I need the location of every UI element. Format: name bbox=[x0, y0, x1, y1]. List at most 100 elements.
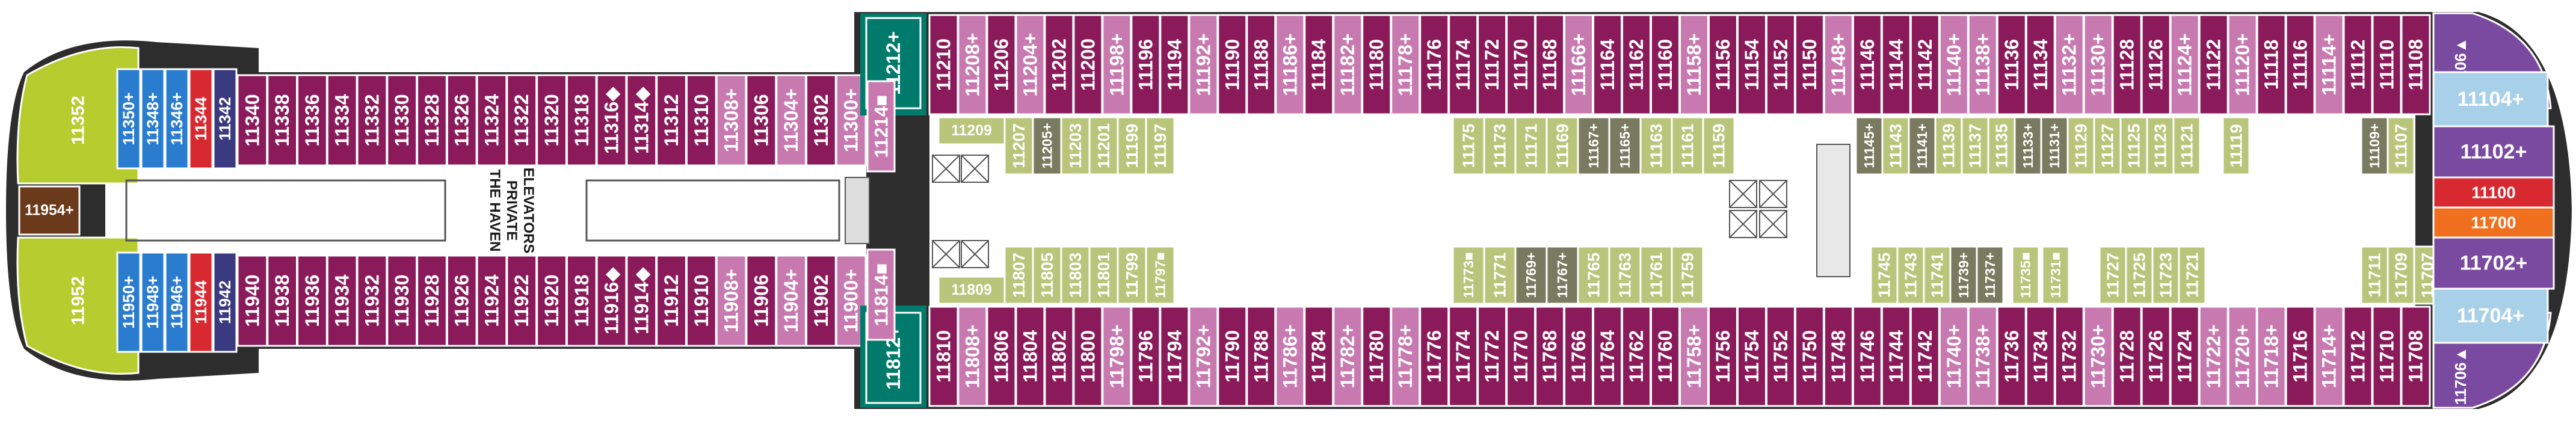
cabin-11709[interactable]: 11709 bbox=[2386, 245, 2415, 305]
cabin-11739[interactable]: 11739+ bbox=[1949, 245, 1978, 305]
cabin-11132[interactable]: 11132+ bbox=[2054, 14, 2085, 115]
cabin-11954[interactable]: 11954+ bbox=[18, 185, 81, 236]
cabin-11944[interactable]: 11944 bbox=[188, 251, 214, 353]
cabin-11334[interactable]: 11334 bbox=[326, 74, 358, 167]
cabin-11131[interactable]: 11131+ bbox=[2040, 116, 2069, 176]
cabin-11920[interactable]: 11920 bbox=[536, 254, 567, 347]
cabin-11938[interactable]: 11938 bbox=[267, 254, 298, 347]
cabin-11178[interactable]: 11178+ bbox=[1390, 14, 1421, 115]
cabin-11786[interactable]: 11786+ bbox=[1275, 306, 1305, 407]
cabin-11740[interactable]: 11740+ bbox=[1938, 306, 1969, 407]
cabin-11350[interactable]: 11350+ bbox=[116, 68, 141, 170]
cabin-11156[interactable]: 11156 bbox=[1707, 14, 1738, 115]
cabin-11778[interactable]: 11778+ bbox=[1390, 306, 1421, 407]
cabin-11141[interactable]: 11141+ bbox=[1908, 116, 1937, 176]
cabin-11314[interactable]: 11314◆ bbox=[626, 74, 658, 167]
cabin-11930[interactable]: 11930 bbox=[386, 254, 418, 347]
cabin-11139[interactable]: 11139 bbox=[1934, 116, 1963, 176]
cabin-11904[interactable]: 11904+ bbox=[775, 254, 807, 347]
cabin-11144[interactable]: 11144 bbox=[1881, 14, 1911, 115]
cabin-11770[interactable]: 11770 bbox=[1506, 306, 1536, 407]
cabin-11754[interactable]: 11754 bbox=[1736, 306, 1767, 407]
cabin-11346[interactable]: 11346+ bbox=[164, 68, 190, 170]
cabin-11129[interactable]: 11129 bbox=[2066, 116, 2095, 176]
cabin-11165[interactable]: 11165+ bbox=[1608, 116, 1642, 176]
cabin-11306[interactable]: 11306 bbox=[745, 74, 777, 167]
cabin-11332[interactable]: 11332 bbox=[356, 74, 388, 167]
cabin-11152[interactable]: 11152 bbox=[1765, 14, 1796, 115]
cabin-11908[interactable]: 11908+ bbox=[715, 254, 747, 347]
cabin-11936[interactable]: 11936 bbox=[297, 254, 328, 347]
cabin-11916[interactable]: 11916◆ bbox=[596, 254, 627, 347]
cabin-11180[interactable]: 11180 bbox=[1361, 14, 1392, 115]
cabin-11302[interactable]: 11302 bbox=[805, 74, 837, 167]
cabin-11170[interactable]: 11170 bbox=[1506, 14, 1536, 115]
cabin-11102[interactable]: 11102+ bbox=[2432, 125, 2555, 179]
cabin-11718[interactable]: 11718+ bbox=[2256, 306, 2287, 407]
cabin-11316[interactable]: 11316◆ bbox=[596, 74, 627, 167]
cabin-11104[interactable]: 11104+ bbox=[2432, 71, 2549, 128]
cabin-11720[interactable]: 11720+ bbox=[2227, 306, 2258, 407]
cabin-11171[interactable]: 11171 bbox=[1514, 116, 1548, 176]
cabin-11336[interactable]: 11336 bbox=[297, 74, 328, 167]
cabin-11772[interactable]: 11772 bbox=[1477, 306, 1508, 407]
cabin-11159[interactable]: 11159 bbox=[1702, 116, 1736, 176]
cabin-11140[interactable]: 11140+ bbox=[1938, 14, 1969, 115]
cabin-11205[interactable]: 11205+ bbox=[1032, 116, 1062, 176]
cabin-11808[interactable]: 11808+ bbox=[957, 306, 988, 407]
cabin-11145[interactable]: 11145+ bbox=[1855, 116, 1884, 176]
cabin-11745[interactable]: 11745 bbox=[1870, 245, 1899, 305]
cabin-11928[interactable]: 11928 bbox=[416, 254, 448, 347]
cabin-11759[interactable]: 11759 bbox=[1671, 245, 1704, 305]
cabin-11186[interactable]: 11186+ bbox=[1275, 14, 1305, 115]
cabin-11914[interactable]: 11914◆ bbox=[626, 254, 658, 347]
cabin-11146[interactable]: 11146 bbox=[1852, 14, 1882, 115]
cabin-11940[interactable]: 11940 bbox=[236, 254, 268, 347]
cabin-11344[interactable]: 11344 bbox=[188, 68, 214, 170]
cabin-11730[interactable]: 11730+ bbox=[2083, 306, 2113, 407]
cabin-11330[interactable]: 11330 bbox=[386, 74, 418, 167]
cabin-11774[interactable]: 11774 bbox=[1448, 306, 1479, 407]
cabin-11197[interactable]: 11197 bbox=[1145, 116, 1176, 176]
cabin-11114[interactable]: 11114+ bbox=[2314, 14, 2344, 115]
cabin-11792[interactable]: 11792+ bbox=[1188, 306, 1219, 407]
cabin-11168[interactable]: 11168 bbox=[1535, 14, 1565, 115]
cabin-11803[interactable]: 11803 bbox=[1060, 245, 1091, 305]
cabin-11173[interactable]: 11173 bbox=[1483, 116, 1517, 176]
cabin-11732[interactable]: 11732 bbox=[2054, 306, 2085, 407]
cabin-11192[interactable]: 11192+ bbox=[1188, 14, 1219, 115]
cabin-11746[interactable]: 11746 bbox=[1852, 306, 1882, 407]
cabin-11109[interactable]: 11109+ bbox=[2360, 116, 2389, 176]
cabin-11932[interactable]: 11932 bbox=[356, 254, 388, 347]
cabin-11814[interactable]: 11814■ bbox=[866, 248, 896, 341]
cabin-11161[interactable]: 11161 bbox=[1671, 116, 1704, 176]
cabin-11711[interactable]: 11711 bbox=[2360, 245, 2389, 305]
cabin-11338[interactable]: 11338 bbox=[267, 74, 298, 167]
cabin-11169[interactable]: 11169 bbox=[1545, 116, 1579, 176]
cabin-11902[interactable]: 11902 bbox=[805, 254, 837, 347]
cabin-11912[interactable]: 11912 bbox=[656, 254, 687, 347]
cabin-11727[interactable]: 11727 bbox=[2098, 245, 2127, 305]
cabin-11167[interactable]: 11167+ bbox=[1577, 116, 1610, 176]
cabin-11769[interactable]: 11769+ bbox=[1514, 245, 1548, 305]
cabin-11734[interactable]: 11734 bbox=[2025, 306, 2056, 407]
cabin-11948[interactable]: 11948+ bbox=[140, 251, 165, 353]
cabin-11807[interactable]: 11807 bbox=[1003, 245, 1034, 305]
cabin-11118[interactable]: 11118 bbox=[2256, 14, 2287, 115]
cabin-11796[interactable]: 11796 bbox=[1130, 306, 1161, 407]
cabin-11910[interactable]: 11910 bbox=[685, 254, 717, 347]
cabin-11154[interactable]: 11154 bbox=[1736, 14, 1767, 115]
cabin-11163[interactable]: 11163 bbox=[1639, 116, 1673, 176]
cabin-11800[interactable]: 11800 bbox=[1073, 306, 1103, 407]
cabin-11126[interactable]: 11126 bbox=[2140, 14, 2171, 115]
cabin-11203[interactable]: 11203 bbox=[1060, 116, 1091, 176]
cabin-11764[interactable]: 11764 bbox=[1592, 306, 1623, 407]
cabin-11766[interactable]: 11766 bbox=[1564, 306, 1594, 407]
cabin-11148[interactable]: 11148+ bbox=[1823, 14, 1853, 115]
cabin-11135[interactable]: 11135 bbox=[1987, 116, 2016, 176]
cabin-11765[interactable]: 11765 bbox=[1577, 245, 1610, 305]
cabin-11198[interactable]: 11198+ bbox=[1102, 14, 1132, 115]
cabin-11128[interactable]: 11128 bbox=[2112, 14, 2142, 115]
cabin-11805[interactable]: 11805 bbox=[1032, 245, 1062, 305]
cabin-11107[interactable]: 11107 bbox=[2386, 116, 2415, 176]
